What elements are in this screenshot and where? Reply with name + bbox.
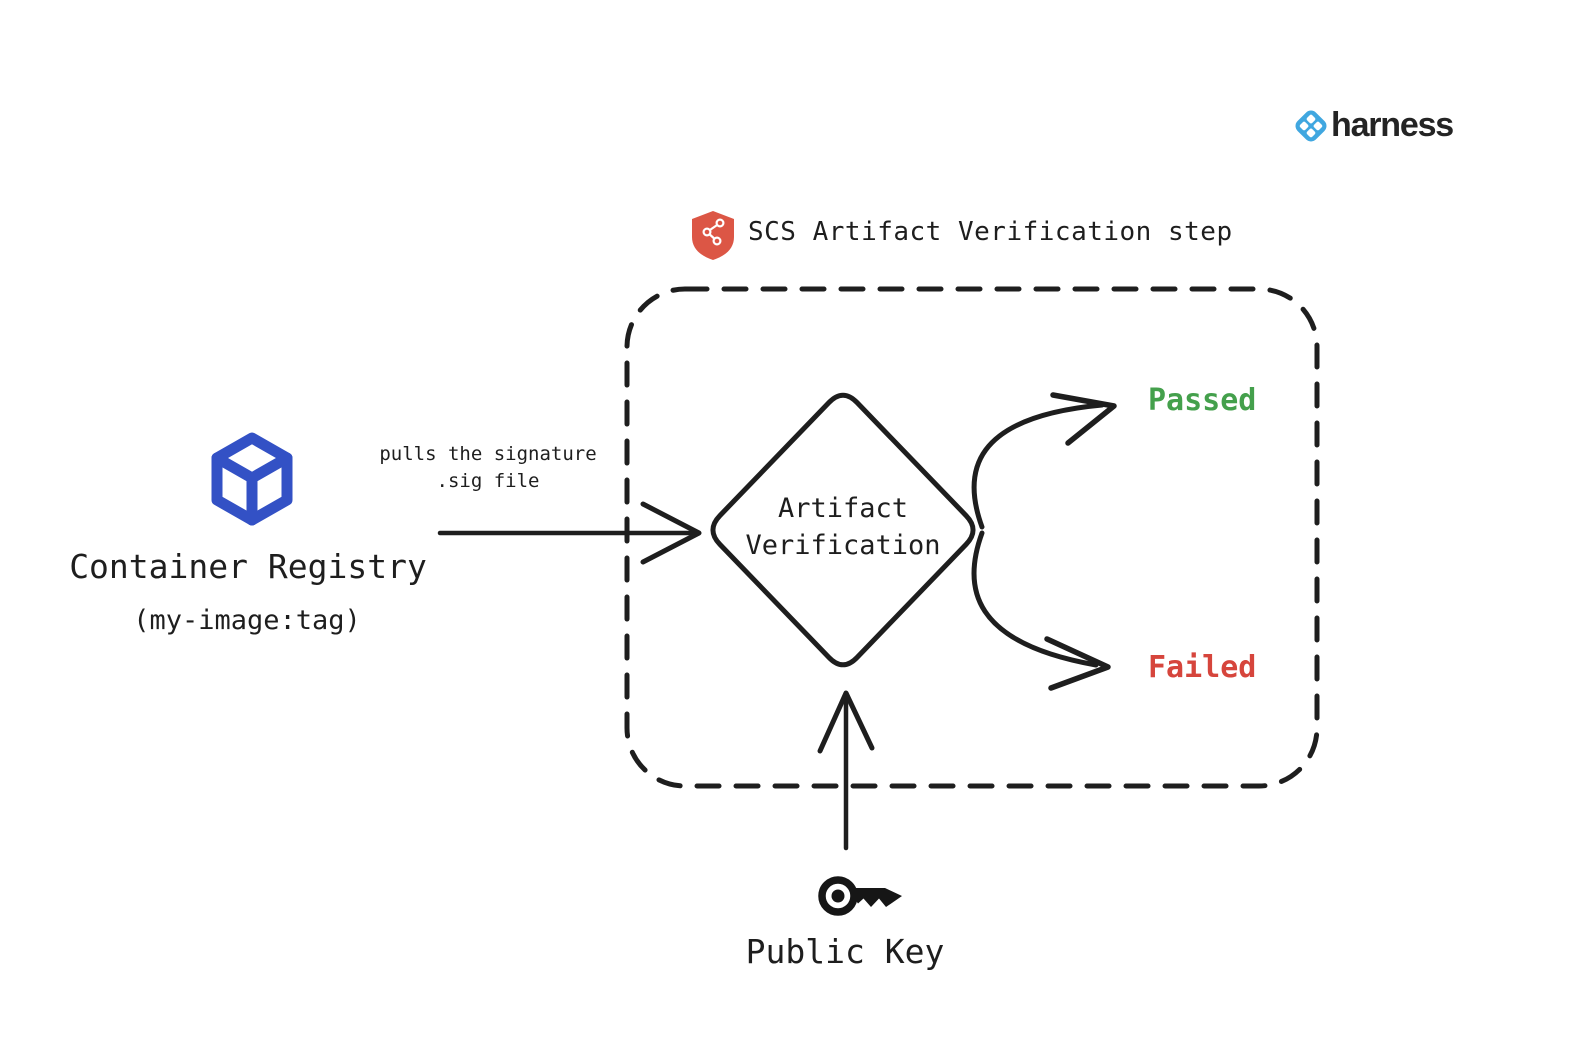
container-registry-tag: (my-image:tag) xyxy=(133,605,361,636)
shield-graph-icon xyxy=(692,211,734,260)
passed-arrow xyxy=(971,392,1117,530)
edge-label-line2: .sig file xyxy=(436,470,540,492)
diamond-label-line2: Verification xyxy=(745,530,941,561)
pull-signature-arrow xyxy=(437,501,702,565)
harness-wordmark: harness xyxy=(1331,106,1454,144)
decision-diamond xyxy=(710,392,976,668)
harness-logo-icon xyxy=(1295,110,1327,142)
container-registry-title: Container Registry xyxy=(69,547,427,586)
key-icon xyxy=(818,876,902,916)
container-cube-icon xyxy=(211,432,293,526)
step-header-title: SCS Artifact Verification step xyxy=(748,217,1233,247)
pull-signature-edge-label: pulls the signature .sig file xyxy=(379,441,596,495)
passed-outcome-label: Passed xyxy=(1148,383,1257,418)
failed-arrow xyxy=(971,530,1111,691)
edge-label-line1: pulls the signature xyxy=(379,443,597,465)
public-key-arrow xyxy=(817,690,875,851)
failed-outcome-label: Failed xyxy=(1148,650,1257,685)
step-boundary-dashed-box xyxy=(624,286,1320,789)
diamond-label-line1: Artifact xyxy=(777,493,909,524)
public-key-label: Public Key xyxy=(745,932,945,971)
